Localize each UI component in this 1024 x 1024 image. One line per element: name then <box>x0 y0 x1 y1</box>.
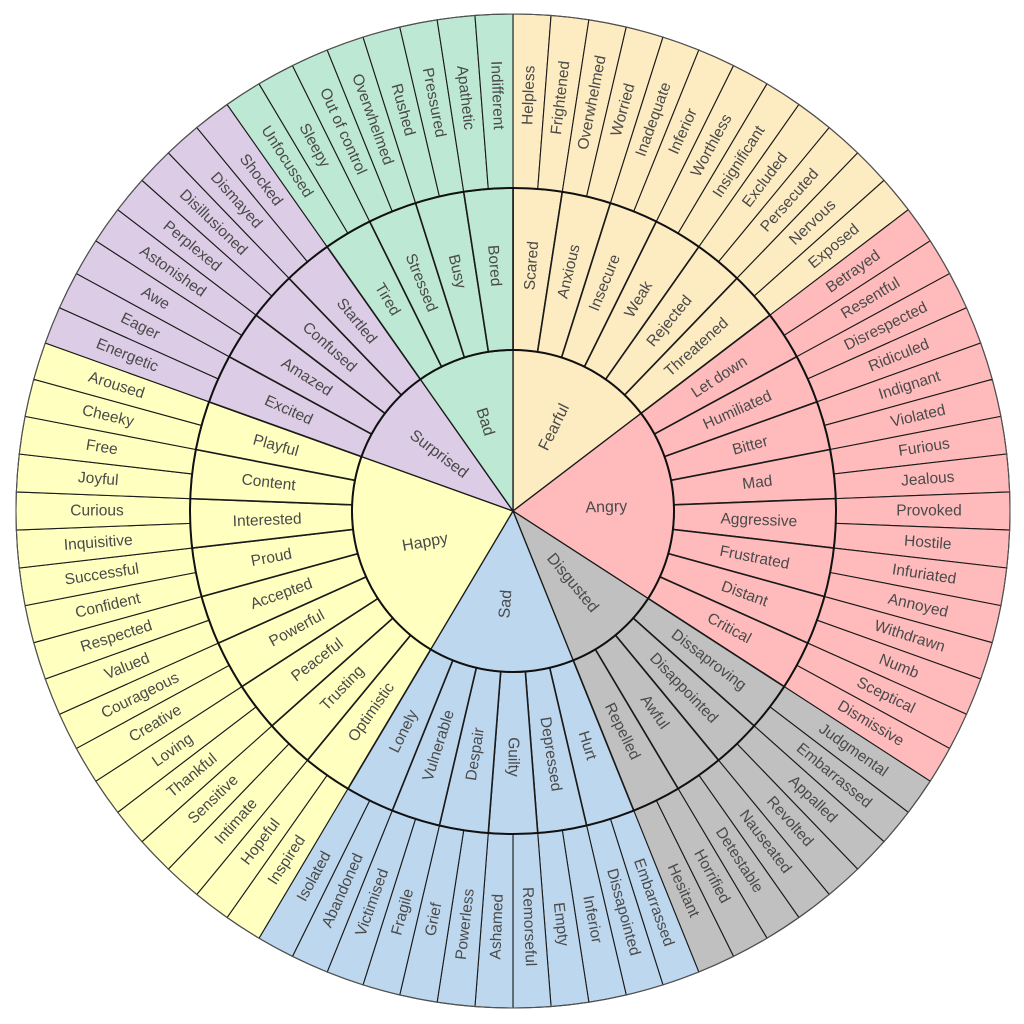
middle-label-scared: Scared <box>521 241 542 291</box>
middle-label-bored: Bored <box>484 244 504 287</box>
middle-label-mad: Mad <box>741 473 773 493</box>
outer-label-hostile: Hostile <box>904 533 953 554</box>
outer-label-free: Free <box>85 437 119 459</box>
middle-label-aggressive: Aggressive <box>720 510 797 530</box>
outer-ring-border <box>15 13 1011 1009</box>
outer-label-jealous: Jealous <box>900 469 955 490</box>
outer-label-inquisitive: Inquisitive <box>63 532 133 554</box>
outer-label-joyful: Joyful <box>77 469 119 489</box>
core-ring-border <box>351 349 675 673</box>
middle-label-guilty: Guilty <box>505 737 522 777</box>
outer-label-helpless: Helpless <box>519 65 538 125</box>
outer-label-indifferent: Indifferent <box>487 61 507 131</box>
outer-label-provoked: Provoked <box>896 503 961 520</box>
outer-label-empty: Empty <box>550 901 572 947</box>
outer-label-curious: Curious <box>70 503 124 520</box>
middle-ring-border <box>189 187 837 835</box>
core-label-sad: Sad <box>496 589 515 619</box>
outer-label-grief: Grief <box>422 901 445 938</box>
core-label-angry: Angry <box>585 498 627 516</box>
outer-label-ashamed: Ashamed <box>487 894 507 960</box>
wheel-ring-borders <box>15 13 1011 1009</box>
middle-label-interested: Interested <box>232 511 302 531</box>
outer-label-remorseful: Remorseful <box>519 887 539 967</box>
wheel-segments <box>15 13 1011 1009</box>
middle-label-content: Content <box>241 471 298 494</box>
